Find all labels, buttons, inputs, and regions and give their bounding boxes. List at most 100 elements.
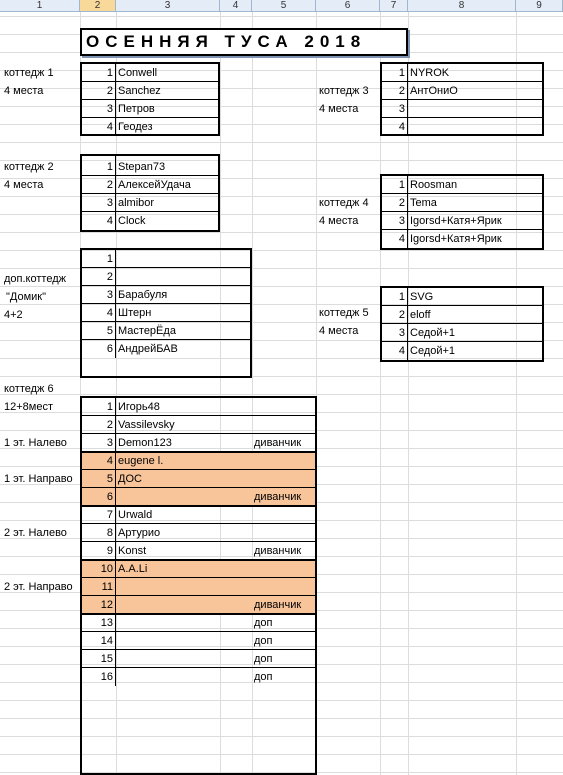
floor-label-1-left[interactable]: 1 эт. Налево <box>4 437 67 449</box>
c4-row-name[interactable]: Tema <box>410 197 437 209</box>
column-header-2[interactable]: 2 <box>80 0 116 11</box>
c6-row-number[interactable]: 11 <box>101 581 113 593</box>
extra-row-number[interactable]: 5 <box>106 325 113 337</box>
column-header-5[interactable]: 5 <box>252 0 316 11</box>
c6-row-note[interactable]: доп <box>254 635 273 647</box>
c3-row-number[interactable]: 1 <box>398 67 405 79</box>
cottage-1-label[interactable]: коттедж 1 <box>4 67 54 79</box>
c2-row-name[interactable]: Stepan73 <box>118 161 166 173</box>
c1-row-name[interactable]: Sanchez <box>118 85 161 97</box>
extra-row-name[interactable]: Барабуля <box>118 289 168 301</box>
cottage-5-places[interactable]: 4 места <box>319 325 359 337</box>
c6-row-name[interactable]: A.A.Li <box>118 563 148 575</box>
cottage-3-places[interactable]: 4 места <box>319 103 359 115</box>
c6-row-number[interactable]: 7 <box>106 509 113 521</box>
c6-row-note[interactable]: диванчик <box>254 545 302 557</box>
cottage-2-places[interactable]: 4 места <box>4 179 44 191</box>
c4-row-number[interactable]: 3 <box>398 215 405 227</box>
c5-row-name[interactable]: Седой+1 <box>410 345 456 357</box>
page-title[interactable]: ОСЕННЯЯ ТУСА 2018 <box>80 28 408 56</box>
c6-row-number[interactable]: 8 <box>106 527 113 539</box>
c2-row-number[interactable]: 3 <box>106 197 113 209</box>
c5-row-name[interactable]: SVG <box>410 291 434 303</box>
c1-row-number[interactable]: 3 <box>106 103 113 115</box>
cottage-4-label[interactable]: коттедж 4 <box>319 197 369 209</box>
c6-row-name[interactable]: ДОС <box>118 473 142 485</box>
c6-row-note[interactable]: доп <box>254 653 273 665</box>
column-header-1[interactable]: 1 <box>0 0 80 11</box>
c2-row-number[interactable]: 2 <box>106 179 113 191</box>
c5-row-name[interactable]: Седой+1 <box>410 327 456 339</box>
floor-label-2-left[interactable]: 2 эт. Налево <box>4 527 67 539</box>
c4-row-number[interactable]: 2 <box>398 197 405 209</box>
c6-row-note[interactable]: доп <box>254 671 273 683</box>
column-header-4[interactable]: 4 <box>220 0 252 11</box>
c6-row-name[interactable]: Игорь48 <box>118 401 160 413</box>
extra-cottage-name[interactable]: "Домик" <box>6 291 47 303</box>
column-header-7[interactable]: 7 <box>380 0 408 11</box>
c5-row-number[interactable]: 1 <box>398 291 405 303</box>
c2-row-number[interactable]: 1 <box>106 161 113 173</box>
c6-row-number[interactable]: 16 <box>100 671 113 683</box>
extra-row-name[interactable]: МастерЁда <box>118 325 176 337</box>
c2-row-name[interactable]: Clock <box>118 215 146 227</box>
cottage-6-label[interactable]: коттедж 6 <box>4 383 54 395</box>
c2-row-name[interactable]: АлексейУдача <box>118 179 191 191</box>
c3-row-number[interactable]: 4 <box>398 121 405 133</box>
c3-row-name[interactable]: АнтОниО <box>410 85 458 97</box>
c4-row-name[interactable]: Roosman <box>410 179 458 191</box>
c6-row-name[interactable]: Urwald <box>118 509 153 521</box>
c5-row-number[interactable]: 4 <box>398 345 405 357</box>
extra-cottage-places[interactable]: 4+2 <box>4 309 23 321</box>
cottage-2-label[interactable]: коттедж 2 <box>4 161 54 173</box>
c6-row-number[interactable]: 1 <box>106 401 113 413</box>
c6-row-number[interactable]: 5 <box>106 473 113 485</box>
cottage-3-label[interactable]: коттедж 3 <box>319 85 369 97</box>
c1-row-number[interactable]: 4 <box>106 121 113 133</box>
c1-row-name[interactable]: Петров <box>118 103 155 115</box>
c4-row-number[interactable]: 4 <box>398 233 405 245</box>
c6-row-number[interactable]: 13 <box>100 617 113 629</box>
spreadsheet-grid[interactable]: ОСЕННЯЯ ТУСА 2018 коттедж 1 4 места котт… <box>0 12 563 775</box>
c5-row-number[interactable]: 2 <box>398 309 405 321</box>
extra-cottage-label[interactable]: доп.коттедж <box>4 273 66 285</box>
c6-row-note[interactable]: диванчик <box>254 599 302 611</box>
c3-row-number[interactable]: 2 <box>398 85 405 97</box>
c6-row-number[interactable]: 15 <box>100 653 113 665</box>
extra-row-number[interactable]: 1 <box>106 253 113 265</box>
floor-label-2-right[interactable]: 2 эт. Направо <box>4 581 73 593</box>
c6-row-number[interactable]: 4 <box>106 455 113 467</box>
c5-row-number[interactable]: 3 <box>398 327 405 339</box>
c1-row-number[interactable]: 2 <box>106 85 113 97</box>
cottage-4-places[interactable]: 4 места <box>319 215 359 227</box>
c4-row-name[interactable]: Igorsd+Катя+Ярик <box>410 215 502 227</box>
c4-row-name[interactable]: Igorsd+Катя+Ярик <box>410 233 502 245</box>
column-header-9[interactable]: 9 <box>516 0 563 11</box>
extra-row-number[interactable]: 4 <box>106 307 113 319</box>
c6-row-name[interactable]: Demon123 <box>118 437 172 449</box>
c6-row-number[interactable]: 2 <box>106 419 113 431</box>
c6-row-number[interactable]: 9 <box>106 545 113 557</box>
c1-row-number[interactable]: 1 <box>106 67 113 79</box>
c1-row-name[interactable]: Conwell <box>118 67 158 79</box>
c6-row-name[interactable]: eugene l. <box>118 455 164 467</box>
c6-row-number[interactable]: 12 <box>100 599 113 611</box>
c6-row-number[interactable]: 10 <box>100 563 113 575</box>
c2-row-name[interactable]: almibor <box>118 197 155 209</box>
extra-row-number[interactable]: 3 <box>106 289 113 301</box>
c6-row-note[interactable]: диванчик <box>254 437 302 449</box>
c3-row-name[interactable]: NYROK <box>410 67 450 79</box>
c4-row-number[interactable]: 1 <box>398 179 405 191</box>
extra-row-name[interactable]: АндрейБАВ <box>118 343 178 355</box>
c6-row-note[interactable]: диванчик <box>254 491 302 503</box>
column-header-6[interactable]: 6 <box>316 0 380 11</box>
column-header-8[interactable]: 8 <box>408 0 516 11</box>
cottage-5-label[interactable]: коттедж 5 <box>319 307 369 319</box>
column-header-3[interactable]: 3 <box>116 0 220 11</box>
extra-row-number[interactable]: 2 <box>106 271 113 283</box>
cottage-6-places[interactable]: 12+8мест <box>4 401 53 413</box>
c6-row-note[interactable]: доп <box>254 617 273 629</box>
c1-row-name[interactable]: Геодез <box>118 121 153 133</box>
extra-row-number[interactable]: 6 <box>106 343 113 355</box>
c3-row-number[interactable]: 3 <box>398 103 405 115</box>
